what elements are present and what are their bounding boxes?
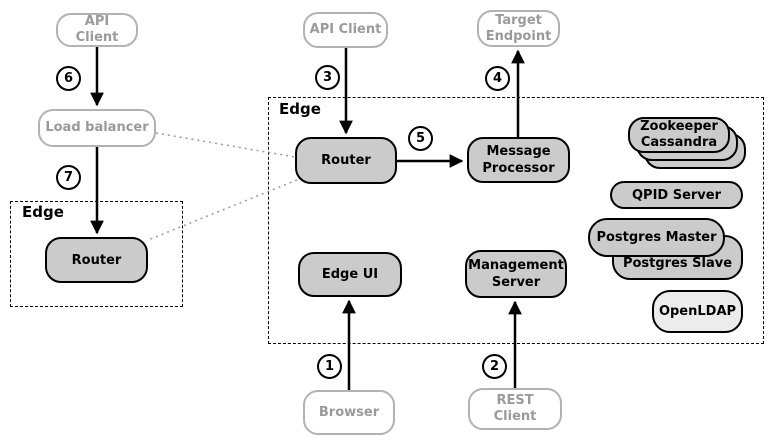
node-target-endpoint: Target Endpoint [477, 10, 560, 47]
node-browser: Browser [303, 390, 395, 435]
node-edge-ui: Edge UI [298, 252, 402, 297]
edge-zone-main-label: Edge [279, 100, 321, 118]
node-api-client-mid: API Client [303, 12, 388, 48]
step-badge-3: 3 [315, 65, 340, 90]
node-message-processor: Message Processor [467, 137, 570, 183]
node-rest-client: REST Client [468, 388, 562, 430]
node-postgres-master: Postgres Master [588, 218, 725, 257]
step-badge-2: 2 [482, 354, 507, 379]
node-zookeeper-cassandra: Zookeeper Cassandra [628, 117, 730, 153]
node-router-main: Router [295, 137, 397, 184]
step-badge-7: 7 [56, 165, 81, 190]
node-openldap: OpenLDAP [652, 290, 743, 333]
node-api-client-left: API Client [56, 13, 138, 47]
node-router-left: Router [45, 237, 148, 283]
edge-zone-left-label: Edge [22, 203, 64, 221]
node-management-server: Management Server [465, 250, 567, 298]
node-qpid-server: QPID Server [610, 181, 743, 209]
step-badge-5: 5 [408, 126, 433, 151]
node-load-balancer: Load balancer [38, 109, 156, 147]
step-badge-6: 6 [56, 66, 81, 91]
step-badge-1: 1 [317, 354, 342, 379]
step-badge-4: 4 [485, 66, 510, 91]
